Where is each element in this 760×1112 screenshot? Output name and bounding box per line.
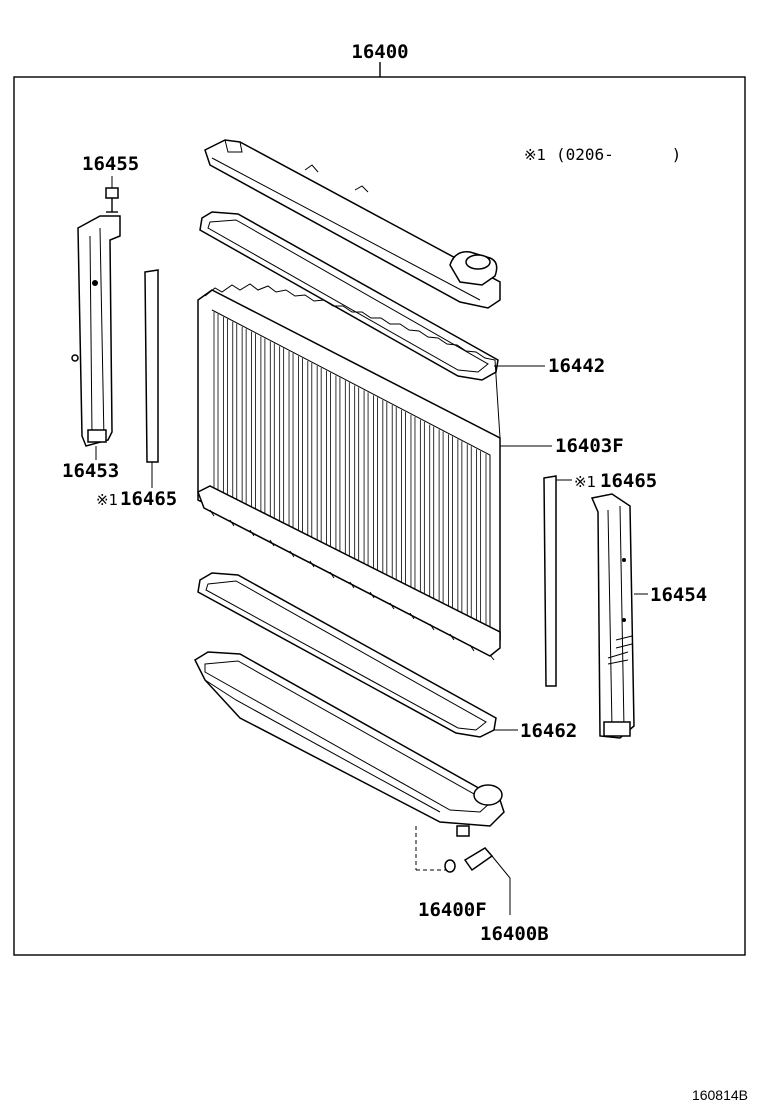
label-16403f: 16403F [555,435,624,457]
label-16465-right: 16465 [600,470,657,492]
label-16400f: 16400F [418,899,487,921]
right-cushion-strip [543,475,557,687]
o-ring [444,859,456,873]
label-16465-left-mark: ※1 [96,491,118,509]
assembly-label: 16400 [351,41,408,63]
note-text: (0206- ) [556,145,681,164]
drain-cock [463,847,494,872]
label-16465-left: 16465 [120,488,177,510]
upper-tank [204,139,501,309]
label-16465-right-mark: ※1 [574,473,596,491]
right-support-bracket [590,493,635,739]
bolt [105,187,119,213]
label-16453: 16453 [62,460,119,482]
note-mark: ※1 [524,146,546,164]
lower-tank [194,651,505,837]
radiator-core [197,283,501,661]
label-16442: 16442 [548,355,605,377]
label-16454: 16454 [650,584,707,606]
label-16400b: 16400B [480,923,549,945]
label-16455: 16455 [82,153,139,175]
left-cushion-strip [144,269,159,463]
left-support-bracket [71,215,121,447]
figure-reference: 160814B [692,1087,748,1103]
label-16462: 16462 [520,720,577,742]
